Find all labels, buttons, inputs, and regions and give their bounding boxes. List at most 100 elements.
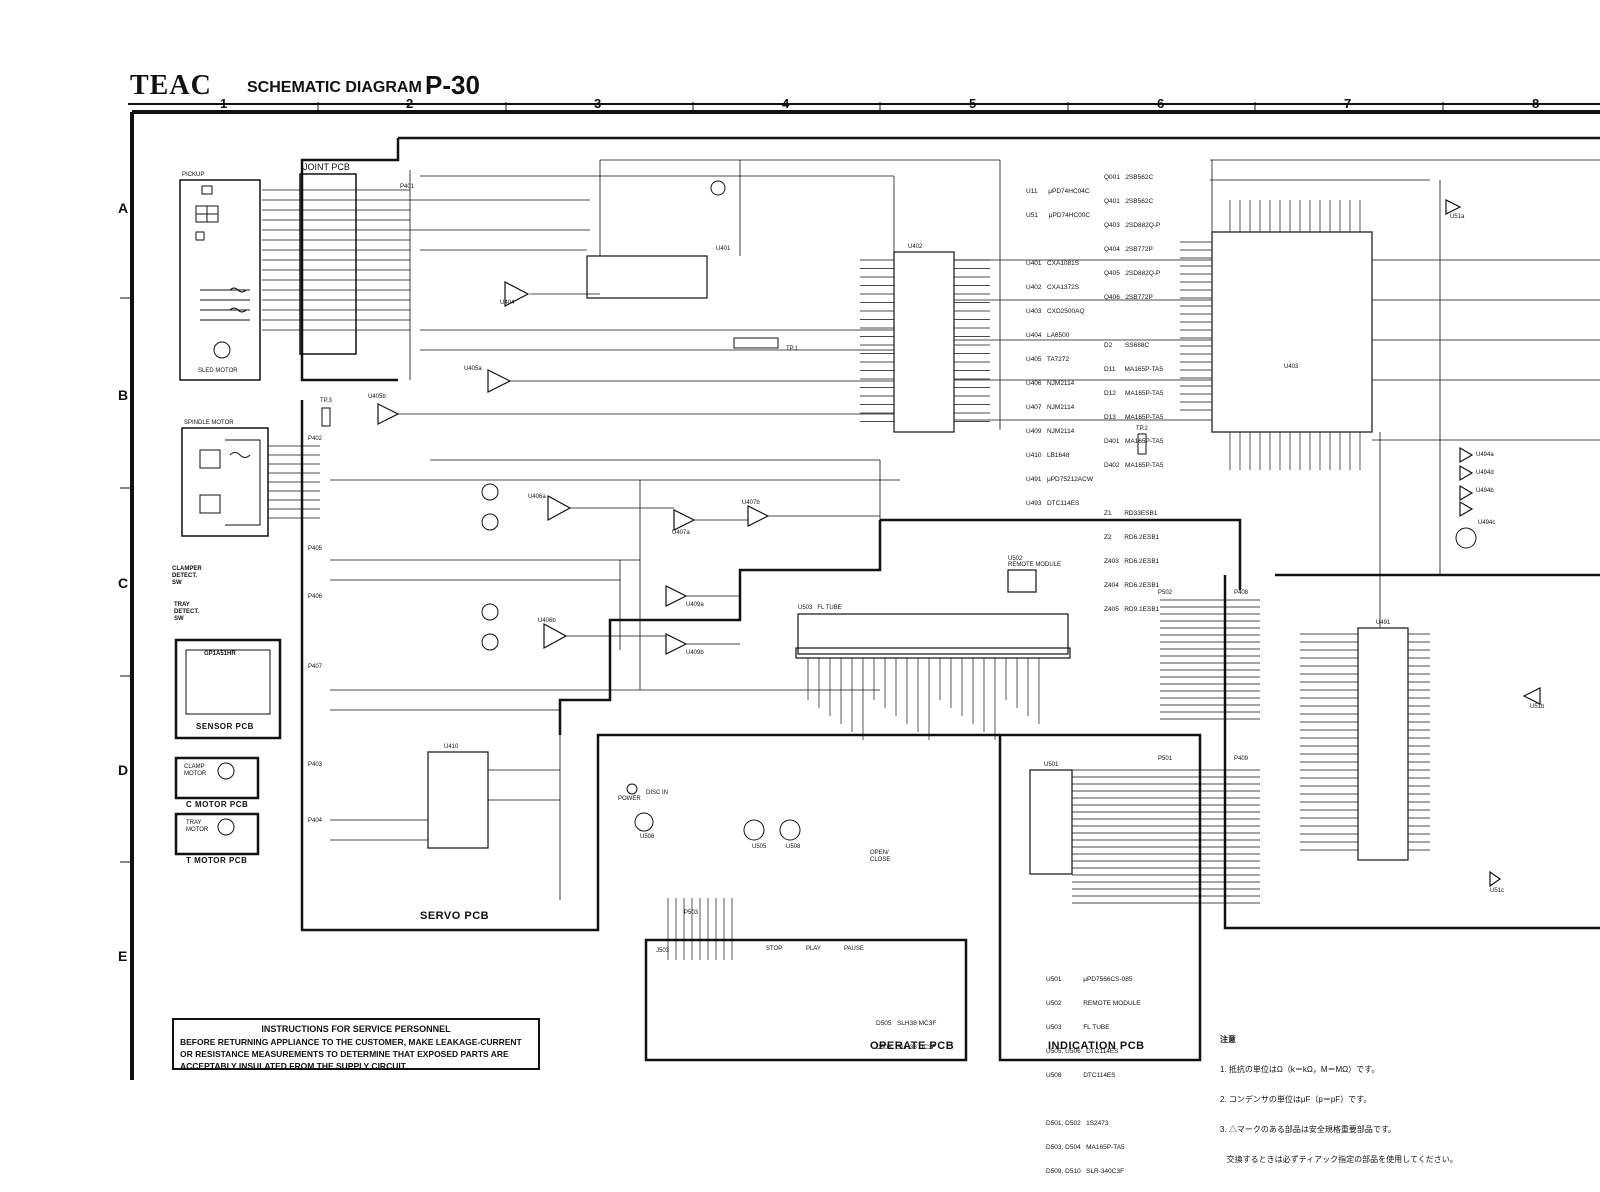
ic-label-u508: U508	[786, 844, 801, 850]
conn-p502: P502	[1158, 590, 1173, 596]
conn-p501: P501	[1158, 756, 1173, 762]
schematic-drawing	[120, 102, 1600, 1080]
ic-label-u51b: U51b	[1530, 704, 1545, 710]
ic-label-u494d: U494d	[1476, 470, 1494, 476]
parts-list-ics: U11 μPD74HC04C U51 μPD74HC00C U401 CXA10…	[1026, 172, 1093, 524]
parts-item: U403 CXD2500AQ	[1026, 308, 1085, 315]
parts-item: D505 SLH38 MC3F	[876, 1020, 937, 1027]
parts-item: U409 NJM2114	[1026, 428, 1075, 435]
remote-module-label: REMOTE MODULE	[1008, 562, 1062, 568]
conn-j503: J503	[656, 948, 670, 954]
indication-pcb-label: INDICATION PCB	[1048, 1040, 1145, 1052]
ic-label-u403: U403	[1284, 364, 1299, 370]
conn-p408: P408	[1234, 590, 1249, 596]
ic-label-u51c: U51c	[1490, 888, 1505, 894]
japanese-notes: 注意 1. 抵抗の単位はΩ（k＝kΩ，M＝MΩ）です。 2. コンデンサの単位は…	[1220, 1015, 1458, 1185]
parts-item: U501 μPD7566CS-085	[1046, 976, 1133, 983]
notice-title: INSTRUCTIONS FOR SERVICE PERSONNEL	[261, 1024, 451, 1034]
ic-label-u501: U501	[1044, 762, 1059, 768]
conn-p409: P409	[1234, 756, 1249, 762]
ic-label-u410: U410	[444, 744, 459, 750]
ic-label-u405a: U405a	[464, 366, 482, 372]
c-motor-pcb-label: C MOTOR PCB	[186, 800, 249, 809]
conn-p401: P401	[400, 184, 415, 190]
ic-label-u406b: U406b	[538, 618, 556, 624]
ic-label-u402: U402	[908, 244, 923, 250]
ic-label-u494b: U494b	[1476, 488, 1494, 494]
jp-note-3: 3. △マークのある部品は安全規格重要部品です。	[1220, 1125, 1397, 1134]
power-led-label: POWER	[618, 796, 641, 802]
ic-label-u491: U491	[1376, 620, 1391, 626]
parts-item	[1104, 486, 1164, 494]
parts-item: U406 NJM2114	[1026, 380, 1075, 387]
parts-item: U51 μPD74HC00C	[1026, 212, 1091, 219]
parts-item: Q001 2SB562C	[1104, 174, 1154, 181]
parts-item: Z405 RD9.1ESB1	[1104, 606, 1160, 613]
clamp-motor-label: CLAMP MOTOR	[184, 764, 207, 777]
sled-motor-label: SLED MOTOR	[198, 368, 238, 374]
conn-p406: P406	[308, 594, 323, 600]
sensor-chip-label: GP1A51HR	[204, 651, 236, 657]
parts-item: Q403 2SD882Q-P	[1104, 222, 1161, 229]
conn-p402: P402	[308, 436, 323, 442]
conn-p404: P404	[308, 818, 323, 824]
ic-label-u505: U505	[752, 844, 767, 850]
parts-item: U502 REMOTE MODULE	[1046, 1000, 1141, 1007]
open-close-button-label: OPEN/ CLOSE	[870, 850, 891, 863]
ic-label-u406a: U406a	[528, 494, 546, 500]
parts-item: U505, U506 DTC114ES	[1046, 1048, 1119, 1055]
ic-label-u407a: U407a	[672, 530, 690, 536]
pause-button-label: PAUSE	[844, 946, 864, 952]
ic-label-u409b: U409b	[686, 650, 704, 656]
grid-row-c: C	[118, 575, 129, 591]
parts-list-indication: U501 μPD7566CS-085 U502 REMOTE MODULE U5…	[1046, 960, 1141, 1192]
parts-item: D13 MA165P-TA5	[1104, 414, 1164, 421]
jp-note-4: 交換するときは必ずティアック指定の部品を使用してください。	[1220, 1155, 1458, 1164]
service-notice: INSTRUCTIONS FOR SERVICE PERSONNEL BEFOR…	[172, 1018, 540, 1071]
parts-item: D501, D502 1S2473	[1046, 1120, 1109, 1127]
jp-note-1: 1. 抵抗の単位はΩ（k＝kΩ，M＝MΩ）です。	[1220, 1065, 1380, 1074]
parts-item: D509, D510 SLR-340C3F	[1046, 1168, 1125, 1175]
schematic-sheet: TEAC SCHEMATIC DIAGRAM P-30 1 2 3 4 5 6 …	[118, 70, 1600, 1175]
parts-item: U508 DTC114ES	[1046, 1072, 1116, 1079]
jp-note-2: 2. コンデンサの単位はμF（p＝pF）です。	[1220, 1095, 1372, 1104]
disc-in-led-label: DISC IN	[646, 790, 669, 796]
jp-notes-title: 注意	[1220, 1035, 1236, 1044]
grid-row-d: D	[118, 762, 129, 778]
parts-item: U404 LA6500	[1026, 332, 1070, 339]
parts-item: D401 MA165P-TA5	[1104, 438, 1164, 445]
conn-p503: P503	[684, 910, 699, 916]
parts-item: U410 LB1648	[1026, 452, 1070, 459]
parts-item: Z403 RD6.2ESB1	[1104, 558, 1160, 565]
parts-item: Z1 RD33ESB1	[1104, 510, 1158, 517]
test-point-2: TP.2	[1136, 426, 1148, 432]
parts-item: U11 μPD74HC04C	[1026, 188, 1090, 195]
parts-item: U493 DTC114ES	[1026, 500, 1080, 507]
parts-item: U402 CXA1372S	[1026, 284, 1080, 291]
ic-label-u401: U401	[716, 246, 731, 252]
parts-item: U503 FL TUBE	[1046, 1024, 1110, 1031]
conn-p407: P407	[308, 664, 323, 670]
parts-item: U401 CXA1081S	[1026, 260, 1080, 267]
ic-label-u404: U404	[500, 300, 515, 306]
ic-label-u494c: U494c	[1478, 520, 1496, 526]
test-point-3: TP.3	[320, 398, 332, 404]
parts-item: Q405 2SD882Q-P	[1104, 270, 1161, 277]
parts-list-semis: Q001 2SB562C Q401 2SB562C Q403 2SD882Q-P…	[1104, 158, 1164, 630]
grid-row-e: E	[118, 948, 128, 964]
parts-item	[1046, 1096, 1141, 1104]
parts-item: D402 MA165P-TA5	[1104, 462, 1164, 469]
parts-item: Z404 RD6.2ESB1	[1104, 582, 1160, 589]
ic-label-u494a: U494a	[1476, 452, 1494, 458]
ic-label-u506: U506	[640, 834, 655, 840]
ic-label-u409a: U409a	[686, 602, 704, 608]
parts-item: U407 NJM2114	[1026, 404, 1075, 411]
conn-p405: P405	[308, 546, 323, 552]
model-number: P-30	[425, 70, 480, 100]
sensor-pcb-label: SENSOR PCB	[196, 722, 254, 731]
parts-item: D503, D504 MA165P-TA5	[1046, 1144, 1125, 1151]
parts-item	[1104, 318, 1164, 326]
parts-item: D2 SS688C	[1104, 342, 1150, 349]
parts-item: D506 SLH38 DC3F	[876, 1044, 936, 1051]
test-point-1: TP.1	[786, 346, 798, 352]
